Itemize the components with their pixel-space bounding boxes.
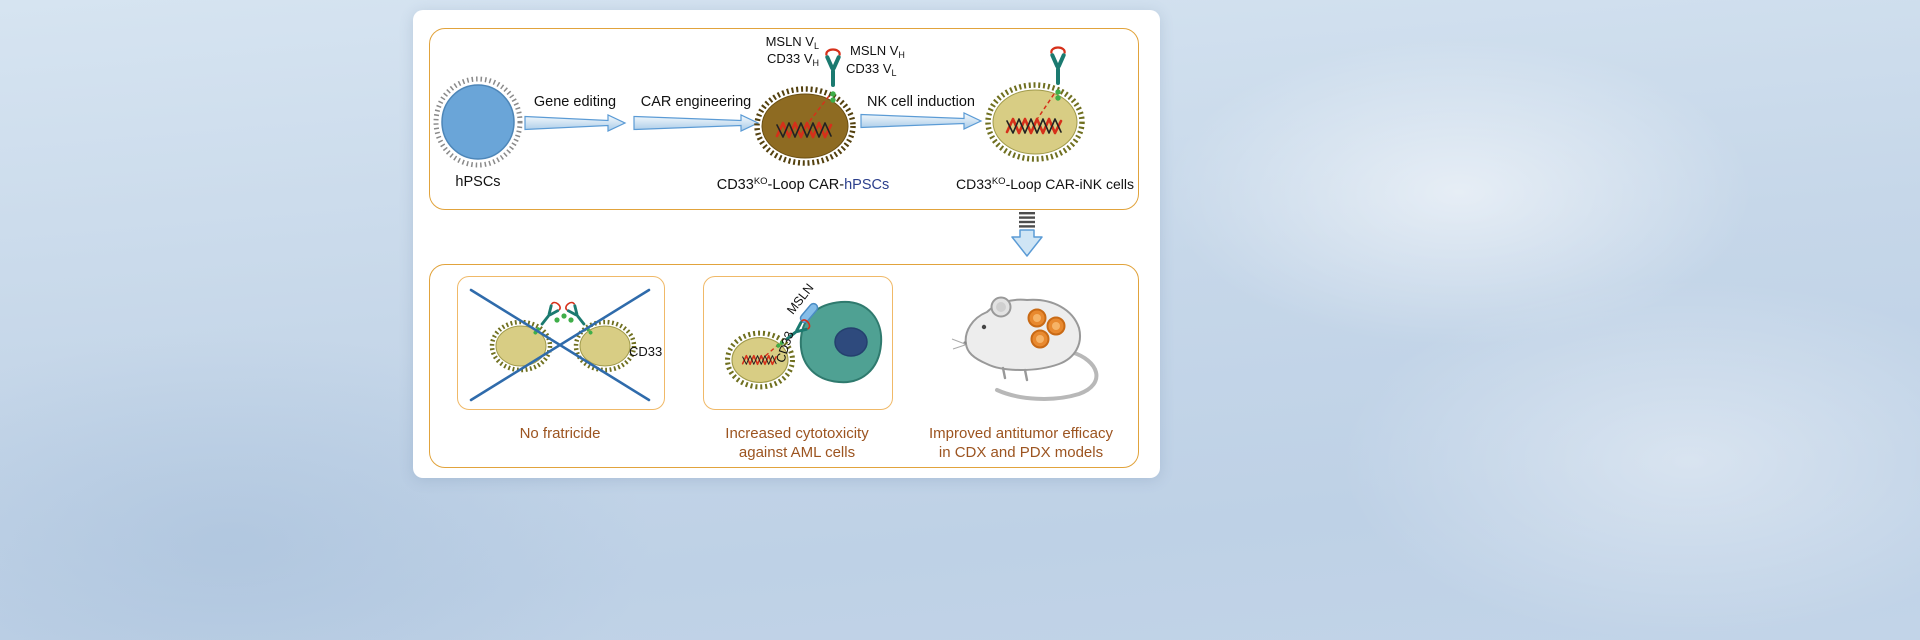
step-arrow-car-engineering [633, 114, 760, 132]
fratricide-cells [492, 299, 634, 370]
arrow-label-gene-editing: Gene editing [533, 94, 617, 110]
hpsc-label: hPSCs [455, 174, 501, 190]
construct-label-msln-vh: MSLN VH [850, 43, 905, 60]
car-hpsc-label: CD33KO-Loop CAR-hPSCs [716, 176, 890, 193]
cd33-annotation-fratricide: CD33 [629, 344, 663, 359]
construct-label-cd33-vh: CD33 VH [766, 51, 819, 68]
workflow-panel [429, 28, 1139, 210]
car-integration-line [1037, 93, 1055, 119]
car-integration-line [762, 343, 780, 359]
down-arrow-icon [1011, 212, 1043, 257]
mouse-eye [981, 324, 987, 330]
construct-label-msln-vl: MSLN VL [765, 34, 819, 51]
graphical-abstract-card: MSLN VL CD33 VH MSLN VH CD33 VL Gene edi… [413, 10, 1160, 478]
construct-label-cd33-vl: CD33 VL [846, 61, 897, 78]
fratricide-subpanel [457, 276, 665, 410]
cytotoxicity-subpanel [703, 276, 893, 410]
step-arrow-nk-induction [860, 112, 983, 130]
mouse-nose [963, 341, 967, 345]
mouse-tail [995, 350, 1099, 401]
car-ink-label: CD33KO-Loop CAR-iNK cells [956, 176, 1134, 192]
arrow-label-nk-induction: NK cell induction [867, 94, 975, 110]
fratricide-cross [469, 288, 651, 402]
hpsc-cell [433, 76, 523, 168]
step-arrow-gene-editing [524, 114, 627, 132]
ink-cell [985, 82, 1085, 162]
car-construct-icon [823, 48, 843, 104]
tumor-nodules [1027, 308, 1066, 349]
diagram-canvas [433, 46, 1099, 402]
arrow-label-car-engineering: CAR engineering [640, 94, 752, 110]
caption-no-fratricide: No fratricide [519, 425, 601, 442]
caption-in-vivo: Improved antitumor efficacy in CDX and P… [929, 425, 1113, 461]
outcomes-panel [429, 264, 1139, 468]
aml-cell-nucleus [834, 327, 868, 357]
caption-cytotoxicity: Increased cytotoxicity against AML cells [725, 425, 869, 461]
mouse-body [964, 298, 1081, 371]
car-hpsc-cell [754, 86, 856, 166]
mouse-illustration [951, 296, 1099, 401]
car-integration-line [808, 95, 830, 123]
